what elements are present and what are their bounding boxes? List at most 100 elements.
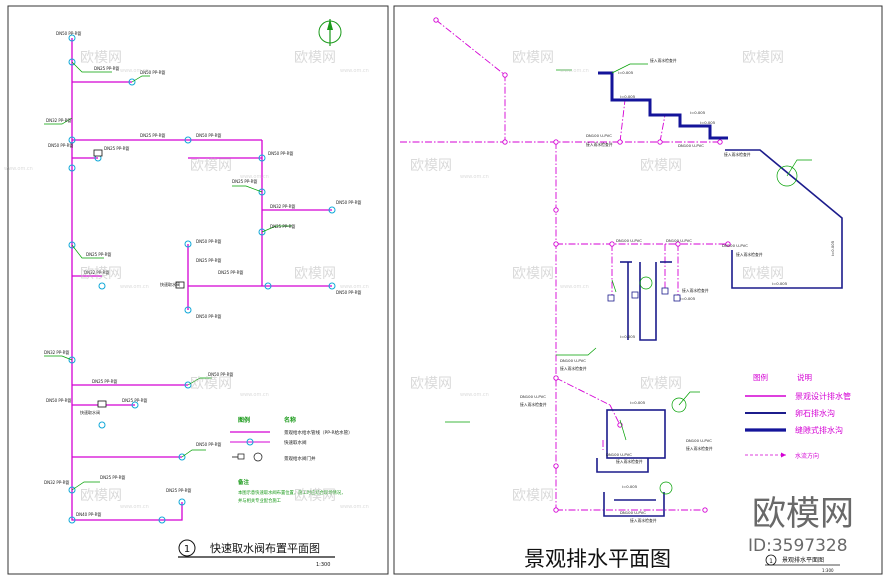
pipe-label: 快速取水阀 (80, 409, 100, 415)
right-sheet: i=0.005 接入雨水检查井 i=0.005 i=0.005 i=0.005 … (393, 5, 883, 575)
pipe-label: DN50 PP-R管 (56, 30, 81, 36)
pipe-label: DN25 PP-R管 (92, 378, 117, 384)
slope-label: i=0.005 (830, 240, 835, 256)
slope-label: i=0.005 (700, 120, 716, 125)
right-sub-title: 景观排水平面图 (782, 556, 824, 564)
water-supply-pipes (71, 38, 332, 521)
left-sheet: DN50 PP-R管 DN25 PP-R管 DN50 PP-R管 DN32 PP… (7, 5, 389, 575)
pipe-label: DN32 PP-R管 (44, 349, 69, 355)
valve-wells (93, 149, 185, 408)
drawing-number: 1 (769, 558, 773, 565)
left-scale: 1:300 (316, 562, 330, 568)
watermark-text: 欧模网 (80, 50, 122, 66)
note-label: 接入雨水检查井 (586, 142, 613, 147)
note-label: 接入雨水检查井 (682, 288, 709, 293)
pipe-label: DN32 PP-R管 (270, 203, 295, 209)
pipe-size-label: DN100 U-PVC (678, 143, 704, 148)
pipe-label: DN25 PP-R管 (232, 178, 257, 184)
pipe-label: DN25 PP-R管 (166, 487, 191, 493)
legend-item: 景观给水阀门井 (284, 455, 316, 462)
label-leaders (44, 61, 292, 491)
pipe-size-label: DN100 U-PVC (620, 510, 646, 515)
left-sheet-border (7, 5, 389, 575)
slope-label: i=0.005 (690, 110, 706, 115)
watermark-site: www.om.cn (120, 68, 149, 74)
drawing-number-circle (178, 539, 196, 557)
pipe-labels-right: i=0.005 接入雨水检查井 i=0.005 i=0.005 i=0.005 … (520, 58, 835, 523)
watermark-text: 欧模网 (410, 376, 452, 392)
watermark-text: 欧模网 (410, 158, 452, 174)
legend-item: 快速取水阀 (284, 439, 307, 446)
legend-item: 水流方向 (795, 452, 819, 460)
brand-watermark: 欧模网 (752, 494, 854, 534)
watermark-text: 欧模网 (190, 376, 232, 392)
right-legend: 图例 说明 景观设计排水管 卵石排水沟 缝隙式排水沟 水流方向 (745, 372, 851, 460)
slope-label: i=0.005 (772, 281, 788, 286)
legend-desc-header: 说明 (797, 372, 812, 382)
slope-label: i=0.005 (620, 334, 636, 339)
pipe-label: DN50 PP-R管 (196, 238, 221, 244)
pipe-label: DN50 PP-R管 (48, 142, 73, 148)
pipe-label: DN25 PP-R管 (218, 269, 243, 275)
slope-label: i=0.005 (620, 94, 636, 99)
pipe-size-label: DN100 U-PVC (586, 133, 612, 138)
watermark-text: 欧模网 (190, 158, 232, 174)
pipe-label: DN50 PP-R管 (46, 397, 71, 403)
valve-icon (246, 438, 254, 446)
pipe-label: DN50 PP-R管 (336, 199, 361, 205)
watermark-sites: www.om.cn www.om.cn www.om.cn www.om.cn … (4, 68, 589, 510)
watermark-text: 欧模网 (80, 488, 122, 504)
watermark-text: 欧模网 (512, 266, 554, 282)
pipe-size-label: DN100 U-PVC (616, 238, 642, 243)
right-scale: 1:300 (822, 568, 834, 573)
watermark-text: 欧模网 (294, 266, 336, 282)
note-label: 接入雨水检查井 (736, 252, 763, 257)
watermark-site: www.om.cn (340, 504, 369, 510)
legend-item: 卵石排水沟 (795, 408, 835, 418)
right-sheet-border (393, 5, 883, 575)
inspection-nodes (433, 17, 731, 513)
watermark-site: www.om.cn (120, 284, 149, 290)
watermark-site: www.om.cn (560, 284, 589, 290)
drawing-number: 1 (184, 544, 190, 555)
quick-valve-markers (68, 34, 336, 524)
left-title-block: 1 快速取水阀布置平面图 1:300 (178, 539, 335, 568)
pipe-label: DN25 PP-R管 (122, 397, 147, 403)
pipe-size-label: DN100 U-PVC (686, 438, 712, 443)
pipe-size-label: DN100 U-PVC (666, 238, 692, 243)
legend-item: 缝隙式排水沟 (795, 425, 843, 435)
left-sheet-title: 快速取水阀布置平面图 (210, 541, 320, 555)
watermark-site: www.om.cn (560, 68, 589, 74)
north-arrow-icon (318, 19, 342, 46)
right-main-title: 景观排水平面图 (524, 547, 671, 571)
right-title-block: 1 景观排水平面图 1:300 (765, 554, 840, 573)
slot-drains (598, 71, 728, 140)
watermark-site: www.om.cn (120, 504, 149, 510)
watermark-text: 欧模网 (742, 50, 784, 66)
notes-line: 并与相关专业配合施工 (238, 497, 282, 504)
gravel-ditches (596, 149, 843, 517)
pipe-label: DN32 PP-R管 (84, 269, 109, 275)
valve-well-icon (237, 453, 245, 460)
left-legend: 图例 名称 景观给水给水管线（PP-R给水管） 快速取水阀 景观给水阀门井 备注… (230, 416, 353, 504)
pipe-size-label: DN100 U-PVC (722, 243, 748, 248)
id-watermark: ID:3597328 (748, 536, 848, 556)
pipe-label: DN50 PP-R管 (196, 441, 221, 447)
pipe-label: DN25 PP-R管 (270, 223, 295, 229)
watermark-site: www.om.cn (240, 174, 269, 180)
slope-label: i=0.005 (630, 400, 646, 405)
watermark-site: www.om.cn (460, 174, 489, 180)
watermarks: 欧模网 欧模网 欧模网 欧模网 欧模网 欧模网 欧模网 欧模网 欧模网 欧模网 … (80, 50, 784, 504)
pipe-label: DN25 PP-R管 (100, 474, 125, 480)
notes-title: 备注 (237, 478, 250, 486)
watermark-text: 欧模网 (512, 488, 554, 504)
pipe-label: DN40 PP-R管 (76, 511, 101, 517)
note-label: 接入雨水检查井 (560, 366, 587, 371)
pipe-label: DN50 PP-R管 (268, 150, 293, 156)
watermark-text: 欧模网 (294, 488, 336, 504)
watermark-text: 欧模网 (640, 158, 682, 174)
slope-label: i=0.005 (622, 484, 638, 489)
pipe-label: DN25 PP-R管 (196, 257, 221, 263)
valve-well-circle-icon (253, 452, 263, 462)
